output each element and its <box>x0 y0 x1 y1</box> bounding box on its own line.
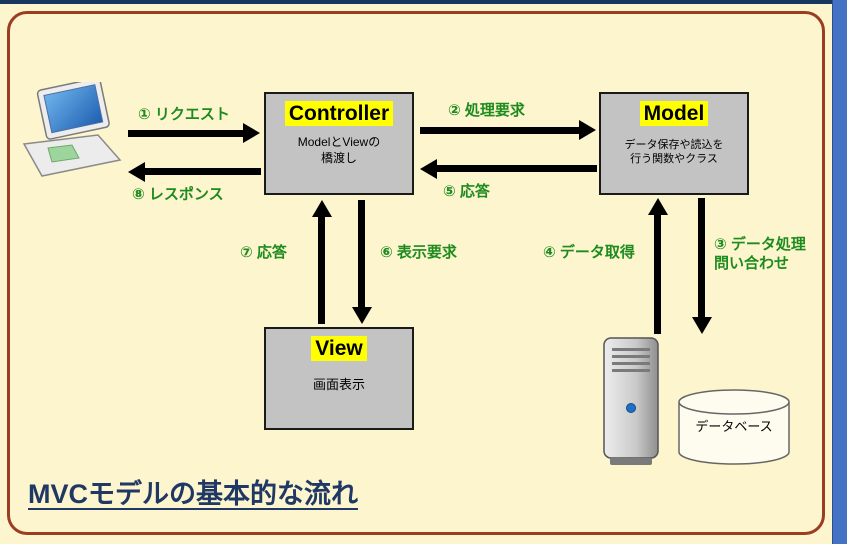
top-edge-line <box>0 0 847 4</box>
arrow-model-reply-head <box>420 159 437 179</box>
arrow-process-request-label: ② 処理要求 <box>448 102 525 119</box>
arrow-display-request-shaft <box>358 200 365 308</box>
database-icon <box>678 389 790 465</box>
server-icon <box>603 337 659 465</box>
arrow-process-request-shaft <box>420 127 580 134</box>
diagram-frame-border <box>7 11 825 535</box>
controller-box: Controller ModelとViewの 橋渡し <box>264 92 414 195</box>
arrow-model-reply-label: ⑤ 応答 <box>443 183 490 200</box>
arrow-display-request-label: ⑥ 表示要求 <box>380 244 457 261</box>
laptop-icon <box>22 82 122 177</box>
arrow-view-reply-shaft <box>318 216 325 324</box>
arrow-process-request-head <box>579 120 596 140</box>
arrow-display-request-head <box>352 307 372 324</box>
arrow-view-reply-label: ⑦ 応答 <box>240 244 287 261</box>
arrow-data-query-label: ③ データ処理 問い合わせ <box>714 236 806 272</box>
arrow-data-fetch-shaft <box>654 214 661 334</box>
database-label: データベース <box>695 419 773 434</box>
view-title: View <box>311 336 367 362</box>
controller-title: Controller <box>284 101 394 127</box>
arrow-request-shaft <box>128 130 244 137</box>
arrow-data-query-head <box>692 317 712 334</box>
arrow-model-reply-shaft <box>437 165 597 172</box>
controller-subtitle: ModelとViewの 橋渡し <box>297 135 381 165</box>
arrow-response-shaft <box>145 168 261 175</box>
model-subtitle: データ保存や読込を 行う関数やクラス <box>624 139 724 166</box>
model-title: Model <box>639 101 709 127</box>
model-box: Model データ保存や読込を 行う関数やクラス <box>599 92 749 195</box>
view-box: View 画面表示 <box>264 327 414 430</box>
arrow-request-head <box>243 123 260 143</box>
arrow-data-fetch-label: ④ データ取得 <box>543 244 635 261</box>
arrow-response-head <box>128 162 145 182</box>
arrow-request-label: ① リクエスト <box>138 106 230 123</box>
arrow-data-fetch-head <box>648 198 668 215</box>
view-subtitle: 画面表示 <box>312 377 365 393</box>
arrow-response-label: ⑧ レスポンス <box>132 186 224 203</box>
arrow-view-reply-head <box>312 200 332 217</box>
arrow-data-query-shaft <box>698 198 705 318</box>
diagram-caption: MVCモデルの基本的な流れ <box>28 479 358 509</box>
right-edge-strip <box>832 0 847 544</box>
